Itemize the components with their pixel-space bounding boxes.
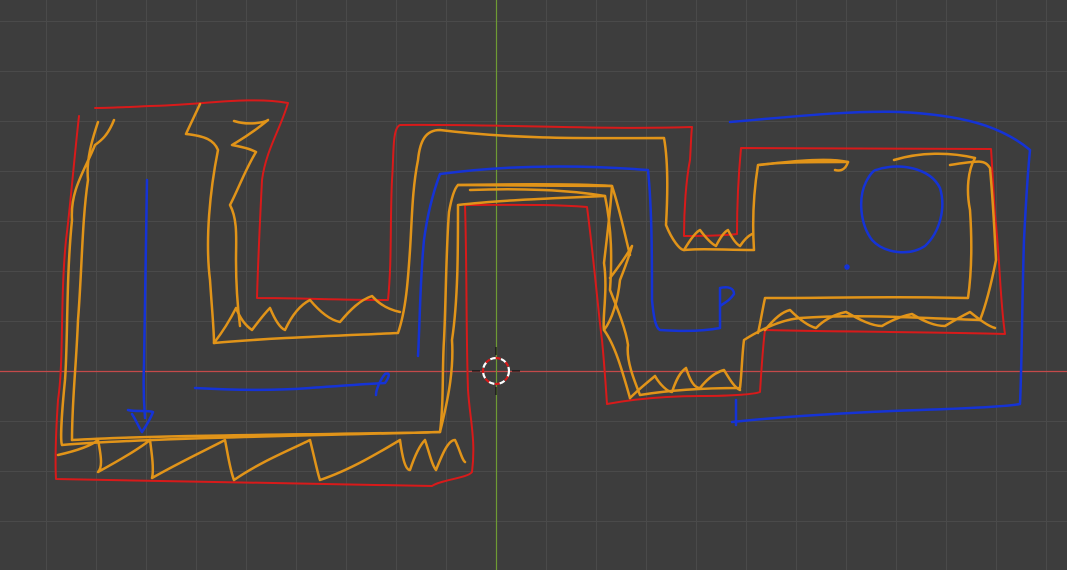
red-outline-stroke bbox=[54, 99, 1006, 487]
3d-cursor-icon[interactable] bbox=[472, 347, 520, 395]
orange-offset-stroke bbox=[56, 102, 998, 482]
blue-path-stroke bbox=[126, 110, 1032, 434]
